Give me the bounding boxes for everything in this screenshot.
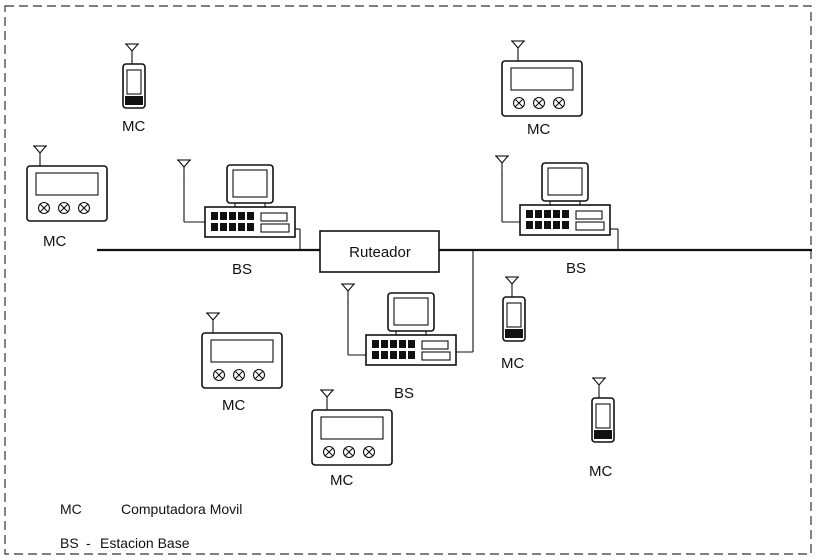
router: Ruteador [320, 231, 439, 272]
legend-abbr-bs: BS [60, 535, 79, 551]
mobile-computer-7: MC [589, 378, 614, 480]
mobile-computer-6-label: MC [330, 472, 353, 489]
base-station-3-label: BS [394, 385, 414, 402]
mobile-computer-3: MC [27, 146, 107, 250]
mobile-computer-2: MC [502, 41, 582, 138]
base-station-2: BS [495, 156, 618, 277]
router-label: Ruteador [349, 244, 411, 261]
mobile-computer-4-label: MC [222, 397, 245, 414]
legend-item-mc: MC Computadora Movil [60, 501, 242, 517]
legend-abbr-mc: MC [60, 501, 82, 517]
mobile-computer-7-label: MC [589, 463, 612, 480]
base-station-1-label: BS [232, 261, 252, 278]
mobile-computer-1: MC [122, 44, 145, 135]
mobile-computer-5-label: MC [501, 355, 524, 372]
mobile-computer-4: MC [202, 313, 282, 414]
base-station-1: BS [177, 160, 300, 278]
legend-item-bs: BS - Estacion Base [60, 535, 190, 551]
mobile-computer-3-label: MC [43, 233, 66, 250]
legend-text-bs: Estacion Base [100, 535, 190, 551]
mobile-computer-6: MC [312, 390, 392, 489]
base-station-2-label: BS [566, 260, 586, 277]
mobile-computer-2-label: MC [527, 121, 550, 138]
legend-separator-bs: - [86, 535, 91, 551]
legend: MC Computadora Movil BS - Estacion Base [60, 501, 242, 551]
mobile-computer-1-label: MC [122, 118, 145, 135]
mobile-computer-5: MC [501, 277, 525, 372]
diagram-frame [5, 6, 811, 554]
legend-text-mc: Computadora Movil [121, 501, 242, 517]
